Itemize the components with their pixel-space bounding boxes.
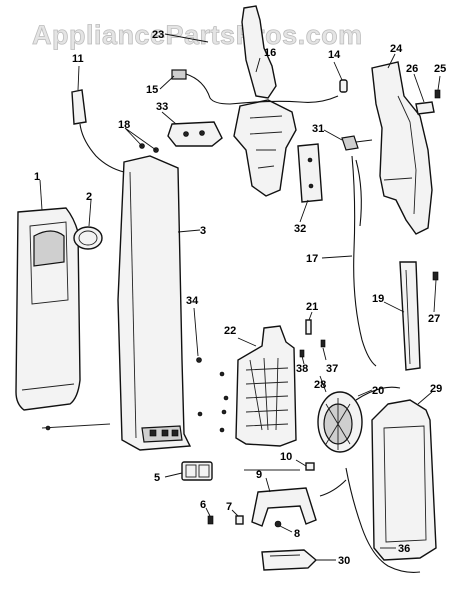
part-2-ring[interactable]	[73, 226, 103, 250]
part-34-screw[interactable]	[196, 357, 202, 363]
label-31: 31	[312, 123, 324, 135]
part-17-wire[interactable]	[351, 155, 377, 367]
part-19-channel[interactable]	[399, 261, 421, 371]
label-6: 6	[200, 499, 206, 511]
label-14: 14	[328, 49, 341, 61]
part-14-bulb[interactable]	[339, 79, 348, 93]
label-17: 17	[306, 253, 318, 265]
label-36: 36	[398, 543, 410, 555]
label-3: 3	[200, 225, 206, 237]
part-25-screw[interactable]	[434, 89, 441, 99]
label-7: 7	[226, 501, 232, 513]
part-30-bottom-plate[interactable]	[261, 549, 318, 571]
label-22: 22	[224, 325, 236, 337]
part-8-screw[interactable]	[274, 520, 282, 528]
part-31-switch[interactable]	[341, 135, 373, 151]
part-7-clip[interactable]	[235, 515, 244, 525]
label-28: 28	[314, 379, 326, 391]
label-29: 29	[430, 383, 442, 395]
part-28-motor[interactable]	[317, 386, 401, 453]
part-5-filter[interactable]	[181, 461, 213, 481]
label-27: 27	[428, 313, 440, 325]
part-11-plug[interactable]	[71, 89, 125, 173]
callout-labels: 1 2 3 5 6 7 8 9 10 11 14 15 16 17 18 19 …	[34, 29, 446, 567]
part-27-screw[interactable]	[432, 271, 439, 281]
part-37-screw[interactable]	[320, 339, 326, 348]
part-38-screw[interactable]	[299, 349, 305, 358]
watermark-text: AppliancePartsPros.com	[32, 20, 363, 50]
label-18: 18	[118, 119, 130, 131]
label-23: 23	[152, 29, 164, 41]
label-11: 11	[72, 53, 84, 65]
label-25: 25	[434, 63, 446, 75]
label-33: 33	[156, 101, 168, 113]
label-9: 9	[256, 469, 262, 481]
assembly-screws	[41, 371, 300, 471]
label-38: 38	[296, 363, 308, 375]
label-30: 30	[338, 555, 350, 567]
label-37: 37	[326, 363, 338, 375]
label-26: 26	[406, 63, 418, 75]
part-36-power-cord[interactable]	[319, 467, 421, 573]
part-26-plate[interactable]	[415, 101, 435, 115]
part-15-cord[interactable]	[171, 69, 339, 105]
label-2: 2	[86, 191, 92, 203]
part-9-bracket[interactable]	[251, 487, 317, 527]
part-10-fastener[interactable]	[305, 462, 315, 471]
label-1: 1	[34, 171, 40, 183]
part-3-front-housing[interactable]	[117, 155, 192, 451]
part-16-handle-assembly[interactable]	[233, 5, 297, 197]
part-21-pin[interactable]	[305, 319, 312, 335]
part-29-front-panel[interactable]	[371, 399, 437, 561]
label-20: 20	[372, 385, 384, 397]
part-24-handle-cover[interactable]	[371, 61, 433, 235]
part-6-screw[interactable]	[207, 515, 214, 525]
label-8: 8	[294, 528, 300, 540]
label-32: 32	[294, 223, 306, 235]
part-32-switch-plate[interactable]	[297, 143, 323, 203]
label-5: 5	[154, 472, 160, 484]
label-15: 15	[146, 84, 158, 96]
label-21: 21	[306, 301, 318, 313]
part-1-rear-cover[interactable]	[15, 207, 81, 411]
label-10: 10	[280, 451, 292, 463]
label-24: 24	[390, 43, 403, 55]
leader-lines	[39, 33, 441, 561]
label-16: 16	[264, 47, 276, 59]
part-33-switch-bracket[interactable]	[167, 121, 223, 147]
part-22-motor-housing[interactable]	[235, 325, 297, 447]
label-19: 19	[372, 293, 384, 305]
label-34: 34	[186, 295, 199, 307]
